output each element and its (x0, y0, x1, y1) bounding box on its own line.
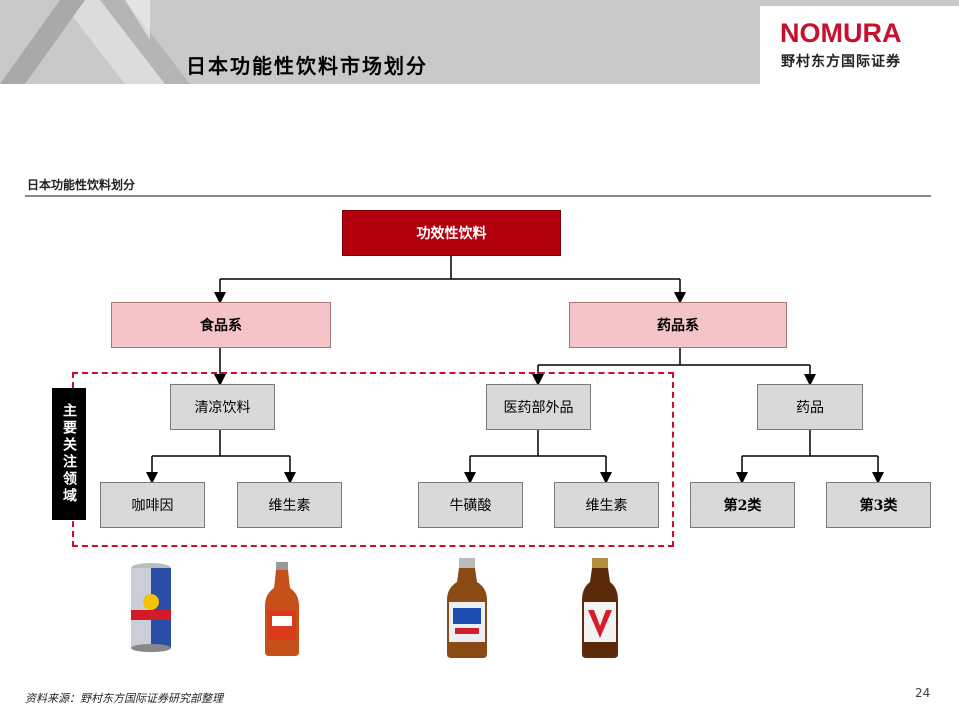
node-functional-drink: 功效性饮料 (342, 210, 561, 256)
orange-bottle-icon (265, 562, 299, 656)
node-class-3: 第3类 (826, 482, 931, 528)
node-vitamin-food: 维生素 (237, 482, 342, 528)
energy-drink-can-icon (131, 563, 171, 652)
logo-subtitle: 野村东方国际证券 (781, 54, 901, 70)
source-note: 资料来源：野村东方国际证券研究部整理 (25, 692, 223, 705)
section-title: 日本功能性饮料划分 (27, 178, 136, 192)
node-soft-drink: 清凉饮料 (170, 384, 275, 430)
node-food-category: 食品系 (111, 302, 331, 348)
node-medicine: 药品 (757, 384, 863, 430)
node-taurine: 牛磺酸 (418, 482, 523, 528)
node-vitamin-quasi: 维生素 (554, 482, 659, 528)
header-decoration (0, 0, 190, 84)
blue-label-bottle-icon (447, 558, 487, 658)
red-v-label-bottle-icon (582, 558, 618, 658)
nomura-logo: NOMURA (780, 18, 902, 48)
section-divider (25, 195, 931, 197)
node-quasi-drug: 医药部外品 (486, 384, 591, 430)
node-class-2: 第2类 (690, 482, 795, 528)
page-number: 24 (915, 686, 931, 700)
node-caffeine: 咖啡因 (100, 482, 205, 528)
focus-area-label: 主要关注领域 (52, 388, 86, 520)
page-title: 日本功能性饮料市场划分 (186, 54, 428, 78)
logo-area (760, 6, 959, 84)
node-drug-category: 药品系 (569, 302, 787, 348)
